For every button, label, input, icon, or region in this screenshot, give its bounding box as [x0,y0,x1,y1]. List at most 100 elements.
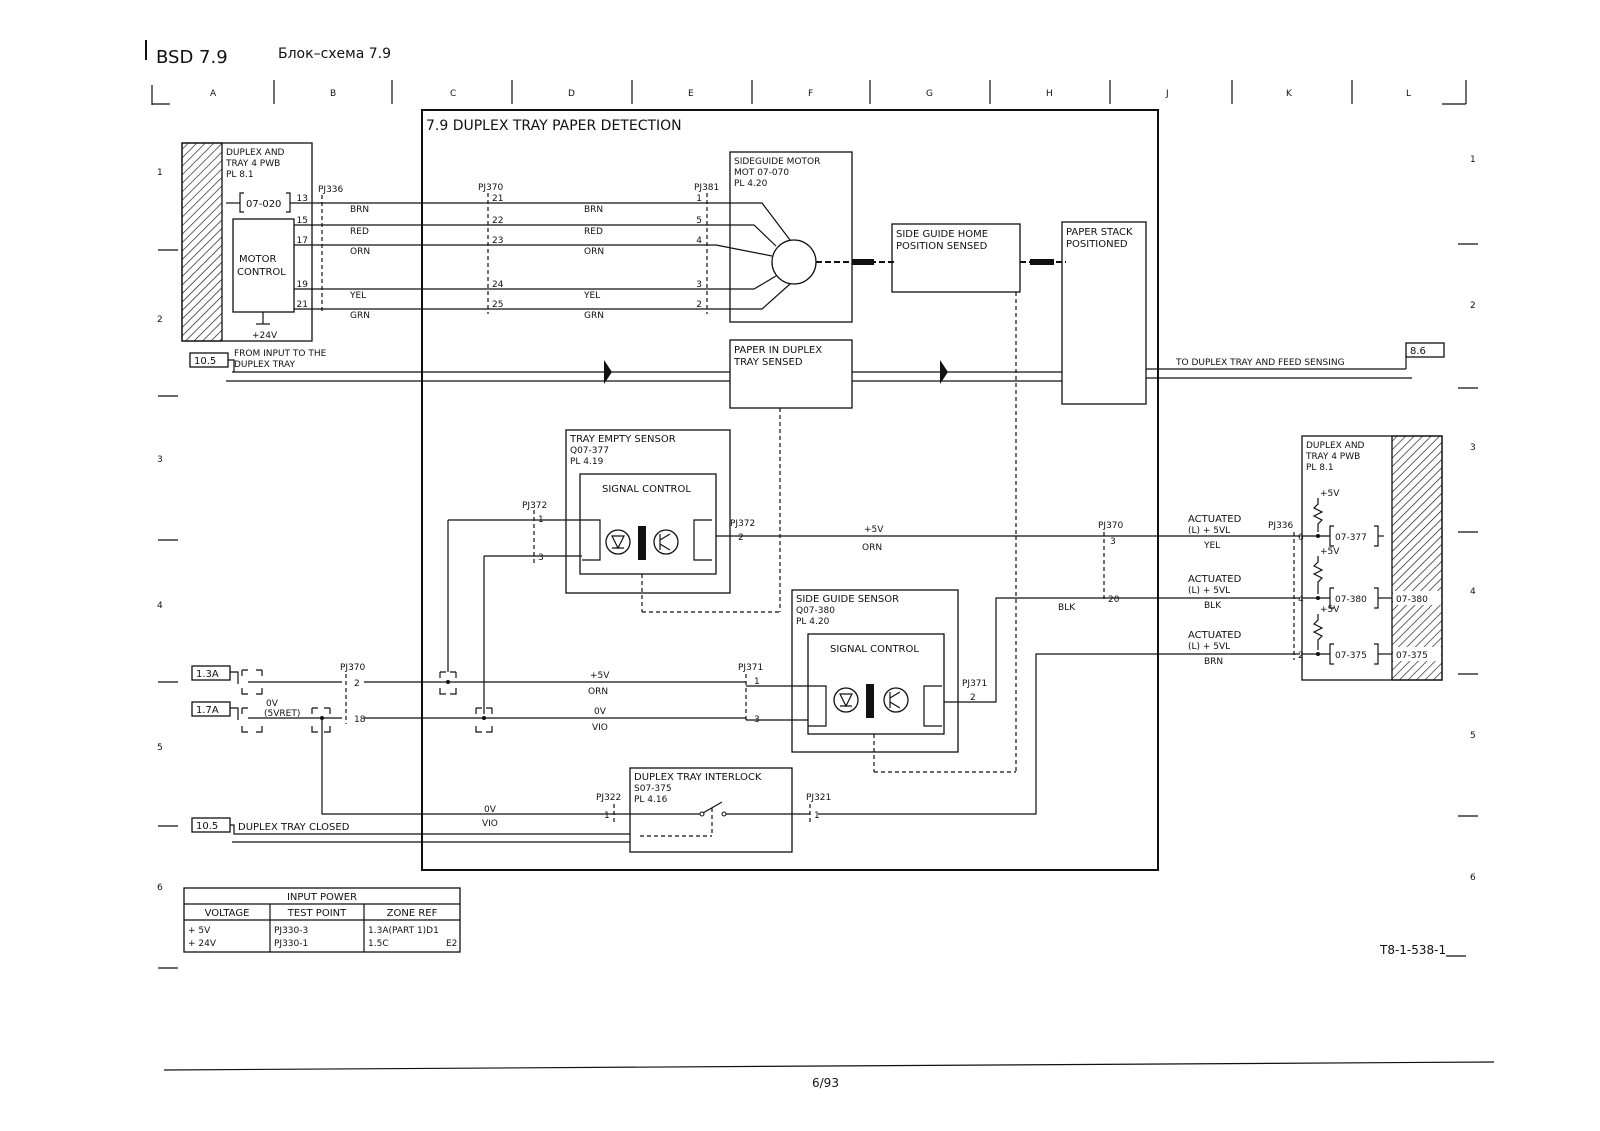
column-label: L [1406,89,1411,99]
output-outer-code: 07-375 [1396,651,1428,661]
output-color: BRN [1204,657,1223,667]
motor-control-line2: CONTROL [237,267,286,278]
output-code: 07-380 [1335,595,1367,605]
footer: T8-1-538-1 6/93 [163,943,1495,1090]
wire-color: RED [350,227,369,237]
motor-symbol [771,239,817,285]
ref-13a: 1.3A [196,669,219,680]
from-input-line2: DUPLEX TRAY [234,360,296,370]
bsd-code: BSD 7.9 [156,47,228,68]
home-sensed-block: SIDE GUIDE HOME POSITION SENSED [891,223,1066,293]
row-label: 5 [1470,731,1476,741]
column-label: E [688,89,694,99]
power-inputs: 1.3A 1.7A 0V (5VRET) PJ370 2 18 +5V ORN … [191,663,746,815]
wire-color: RED [584,227,603,237]
ref-box [191,701,231,717]
pwb-left-code: 07-020 [246,199,281,210]
paper-stack-line2: POSITIONED [1066,239,1128,250]
column-label: C [450,89,456,99]
column-label: H [1046,89,1053,99]
pwb-left-hatch [181,142,223,342]
sideguide-motor: SIDEGUIDE MOTOR MOT 07-070 PL 4.20 [715,151,896,323]
pin-label: 2 [970,693,976,703]
zone-grid: A B C D E F G H J K L 1 2 3 4 5 6 1 2 3 … [151,80,1478,969]
output-label: (L) + 5VL [1188,526,1230,536]
tray-empty-sensor: TRAY EMPTY SENSOR Q07-377 PL 4.19 SIGNAL… [447,429,1100,714]
signal-5vret: (5VRET) [264,709,300,719]
pin-label: 1 [754,677,760,687]
plus5v-label: +5V [1320,547,1340,557]
connector-pj370-power: PJ370 [340,663,366,673]
tray-empty-signal: SIGNAL CONTROL [602,484,691,495]
paper-in-duplex-block: PAPER IN DUPLEX TRAY SENSED [729,292,1017,772]
connector-pj370-right: PJ370 [1098,521,1124,531]
pwb-right-line2: TRAY 4 PWB [1305,452,1360,462]
connector-pj372-left: PJ372 [522,501,547,511]
closed-label: DUPLEX TRAY CLOSED [238,822,350,833]
pin-label: 17 [297,236,308,246]
interlock-line3: PL 4.16 [634,795,668,805]
paper-stack-line1: PAPER STACK [1066,227,1133,238]
pin-label: 13 [297,194,308,204]
column-label: D [568,89,575,99]
pin-label: 1 [696,194,702,204]
connector-pj381: PJ381 [694,183,719,193]
connector-pj371-left: PJ371 [738,663,763,673]
pin-label: 4 [696,236,702,246]
paper-path: 10.5 FROM INPUT TO THE DUPLEX TRAY TO DU… [189,342,1445,384]
wire-color: YEL [583,291,600,301]
table-cell: PJ330-1 [274,939,308,949]
tray-empty-line2: Q07-377 [570,446,609,456]
pwb-right-hatch [1391,435,1443,681]
side-guide-sensor-line1: SIDE GUIDE SENSOR [796,594,899,605]
sideguide-motor-line1: SIDEGUIDE MOTOR [734,157,820,167]
tray-empty-line1: TRAY EMPTY SENSOR [569,434,676,445]
signal-orn: ORN [862,543,882,553]
motor-wire-harness: PJ336 PJ370 PJ381 13 15 17 19 21 BRN RED… [297,183,720,321]
output-label: (L) + 5VL [1188,642,1230,652]
pin-label: 25 [492,300,503,310]
output-code: 07-377 [1335,533,1367,543]
closed-ref: 10.5 [196,821,218,832]
signal-0v: 0V [594,707,607,717]
plus5v-label: +5V [1320,489,1340,499]
signal-blk: BLK [1058,603,1076,613]
output-label: ACTUATED [1188,574,1242,585]
signal-vio: VIO [482,819,498,829]
pin-label: 5 [696,216,702,226]
pin-label: 2 [354,679,360,689]
output-outer-code: 07-380 [1396,595,1428,605]
paper-in-duplex-line1: PAPER IN DUPLEX [734,345,822,356]
signal-5v: +5V [590,671,610,681]
row-label: 3 [1470,443,1476,453]
wire-color: GRN [350,311,370,321]
connector-pj322: PJ322 [596,793,621,803]
wire-color: YEL [349,291,366,301]
pin-label: 21 [492,194,503,204]
pwb-left-line2: TRAY 4 PWB [225,159,280,169]
wire-color: GRN [584,311,604,321]
interlock-line1: DUPLEX TRAY INTERLOCK [634,772,762,783]
paper-flow-arrow [940,360,948,384]
column-label: F [808,89,813,99]
from-input-line1: FROM INPUT TO THE [234,349,327,359]
output-color: BLK [1204,601,1222,611]
side-guide-sensor-line2: Q07-380 [796,606,835,616]
wire-color: ORN [584,247,604,257]
pin-label: 4 [1298,595,1304,605]
wire-color: ORN [350,247,370,257]
side-guide-sensor-line3: PL 4.20 [796,617,830,627]
table-cell: + 5V [188,926,211,936]
column-label: J [1165,89,1169,99]
table-title: INPUT POWER [287,892,357,903]
table-header: TEST POINT [287,908,347,919]
interlock-line2: S07-375 [634,784,672,794]
pin-label: 2 [738,533,744,543]
pin-label: 2 [1298,651,1304,661]
pwb-right-line3: PL 8.1 [1306,463,1334,473]
page-number: 6/93 [812,1076,839,1090]
ref-17a: 1.7A [196,705,219,716]
pwb-left-power: +24V [252,331,278,341]
side-guide-sensor: SIDE GUIDE SENSOR Q07-380 PL 4.20 SIGNAL… [738,589,1100,773]
pin-label: 15 [297,216,308,226]
